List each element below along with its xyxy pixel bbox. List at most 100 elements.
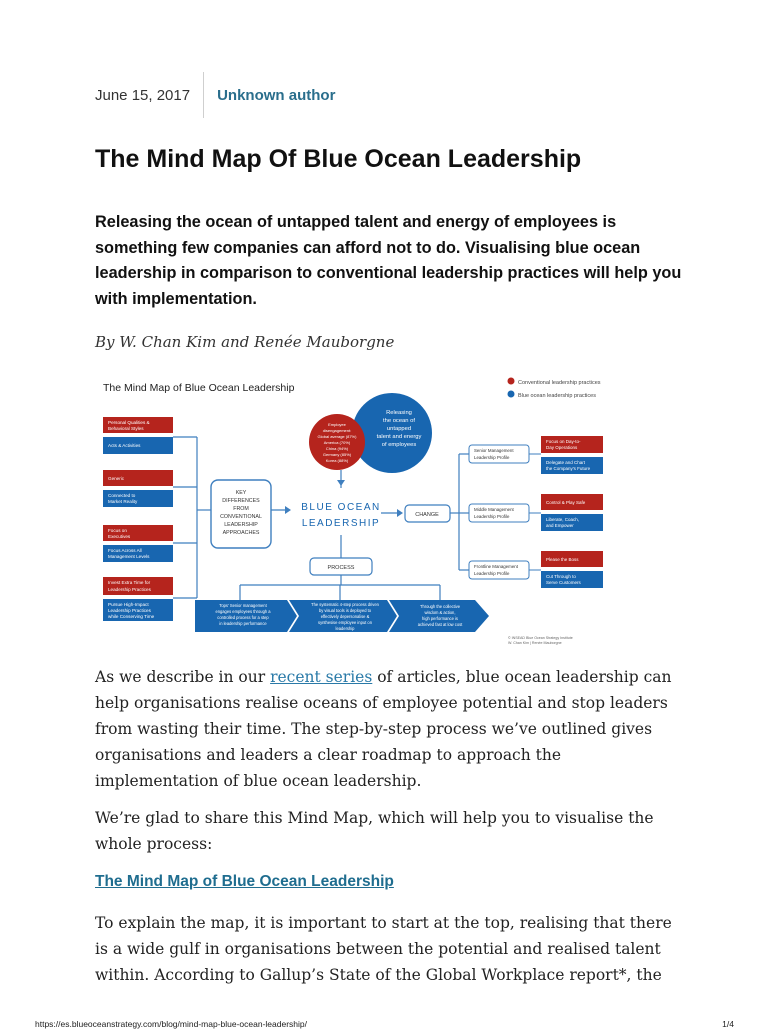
svg-text:Pursue High-Impact: Pursue High-Impact [108,602,149,607]
svg-text:Employee: Employee [328,422,347,427]
svg-text:controlled process for a step: controlled process for a step [217,615,269,620]
svg-text:Delegate and Chart: Delegate and Chart [546,460,586,465]
svg-text:Tops' Senior management: Tops' Senior management [219,603,267,608]
svg-text:Day Operations: Day Operations [546,445,578,450]
svg-text:wisdom & action,: wisdom & action, [425,610,456,615]
paragraph-intro-start: As we describe in our [95,668,271,686]
blue-circle-text: Releasing the ocean of untapped talent a… [377,410,422,448]
process-box [309,557,373,576]
legend-conventional: Conventional leadership practices [518,380,601,386]
svg-text:APPROACHES: APPROACHES [223,530,260,536]
center-title-line2: LEADERSHIP [302,518,380,529]
svg-text:Focus on: Focus on [108,528,127,533]
article-byline: By W. Chan Kim and Renée Mauborgne [95,333,395,351]
svg-text:Frontline Management: Frontline Management [474,564,519,569]
svg-text:synthesise employee input on: synthesise employee input on [318,620,373,625]
left-pair-1: Personal Qualities & Behavioral Styles A… [103,417,173,454]
svg-text:Cut Through to: Cut Through to [546,574,576,579]
svg-text:Leadership Practices: Leadership Practices [108,608,152,613]
svg-text:and Empower: and Empower [546,523,574,528]
svg-text:China (94%): China (94%) [326,446,349,451]
svg-text:the Company's Future: the Company's Future [546,466,591,471]
profile-senior: Senior Management Leadership Profile Foc… [468,436,603,474]
svg-text:The systematic 4-step process: The systematic 4-step process driven [311,602,380,607]
footer-url: https://es.blueoceanstrategy.com/blog/mi… [35,1019,307,1029]
red-circle-text: Employee disengagement: Global average (… [318,422,358,463]
svg-text:America (70%): America (70%) [324,440,351,445]
svg-text:CONVENTIONAL: CONVENTIONAL [220,514,262,520]
svg-text:Invest Extra Time for: Invest Extra Time for [108,580,151,585]
svg-text:Leadership Profile: Leadership Profile [474,571,510,576]
process-label: PROCESS [328,565,355,571]
disengagement-circle [309,414,365,470]
paragraph-share: We’re glad to share this Mind Map, which… [95,809,654,853]
svg-text:Personal Qualities &: Personal Qualities & [108,420,150,425]
recent-series-link[interactable]: recent series [270,668,373,686]
svg-text:Focus on Day-to-: Focus on Day-to- [546,439,581,444]
svg-text:FROM: FROM [233,506,249,512]
profile-frontline: Frontline Management Leadership Profile … [468,551,603,588]
left-pair-4: Invest Extra Time for Leadership Practic… [103,577,173,621]
mind-map-link-wrapper: The Mind Map of Blue Ocean Leadership [95,873,394,891]
svg-text:Leadership Practices: Leadership Practices [108,587,152,592]
paragraph-intro: As we describe in our recent series of a… [95,664,685,794]
svg-text:Korea (88%): Korea (88%) [326,458,349,463]
change-box [404,504,451,523]
process-step-3: Through the collective wisdom & action, … [389,600,489,632]
svg-text:disengagement:: disengagement: [323,428,351,433]
center-title-line1: BLUE OCEAN [301,502,380,513]
svg-text:KEY: KEY [236,490,247,496]
svg-text:DIFFERENCES: DIFFERENCES [222,498,260,504]
svg-text:Generic: Generic [108,476,125,481]
process-step-2: The systematic 4-step process driven by … [289,600,397,632]
meta-divider [203,72,205,118]
svg-text:achieved fast at low cost: achieved fast at low cost [418,622,463,627]
left-pair-3: Focus on Executives Focus Across All Man… [103,525,173,562]
svg-text:Acts & Activities: Acts & Activities [108,443,141,448]
mind-map-link[interactable]: The Mind Map of Blue Ocean Leadership [95,873,394,890]
change-label: CHANGE [415,512,439,518]
svg-text:of employees: of employees [382,442,417,448]
svg-text:Leadership Profile: Leadership Profile [474,514,510,519]
svg-text:Releasing: Releasing [386,410,412,416]
author-link[interactable]: Unknown author [217,86,336,104]
svg-text:the ocean of: the ocean of [383,418,415,424]
legend-blue-marker [507,390,515,398]
svg-text:Please the Boss: Please the Boss [546,557,579,562]
svg-text:talent and energy: talent and energy [377,434,422,440]
svg-text:leadership: leadership [336,626,356,631]
article-lead: Releasing the ocean of untapped talent a… [95,213,682,309]
left-pair-2: Generic Connected to Market Reality [103,470,173,507]
mind-map-copyright-line2: W. Chan Kim | Renée Mauborgne [508,641,562,645]
mind-map-copyright-line1: © INSEAD Blue Ocean Strategy Institute [508,636,573,640]
svg-text:Control & Play Safe: Control & Play Safe [546,500,586,505]
footer-page-number: 1/4 [722,1019,734,1029]
svg-text:by visual tools is deployed to: by visual tools is deployed to [319,608,372,613]
mind-map-image: The Mind Map of Blue Ocean Leadership Co… [103,377,603,645]
legend-blue-ocean: Blue ocean leadership practices [518,393,596,399]
svg-text:LEADERSHIP: LEADERSHIP [224,522,258,528]
svg-text:untapped: untapped [387,426,411,432]
svg-text:Leadership Profile: Leadership Profile [474,455,510,460]
publish-date: June 15, 2017 [95,86,191,104]
svg-text:Management Levels: Management Levels [108,554,150,559]
svg-text:Germany (85%): Germany (85%) [323,452,352,457]
svg-text:Serve Customers: Serve Customers [546,580,582,585]
svg-text:Market Reality: Market Reality [108,499,138,504]
svg-text:in leadership performance: in leadership performance [219,621,267,626]
svg-text:Global average (87%): Global average (87%) [318,434,358,439]
svg-text:effectively depersonalise &: effectively depersonalise & [321,614,370,619]
article-meta: June 15, 2017 Unknown author [95,72,335,118]
svg-text:Executives: Executives [108,534,131,539]
svg-text:high performance is: high performance is [422,616,458,621]
blue-ocean-circle [352,393,432,473]
paragraph-intro-end: of articles, blue ocean leadership can h… [95,668,672,790]
svg-text:engages employees through a: engages employees through a [215,609,271,614]
svg-text:Middle Management: Middle Management [474,507,515,512]
key-differences-box: KEY DIFFERENCES FROM CONVENTIONAL LEADER… [210,479,272,549]
legend-red-marker [507,377,515,385]
svg-text:while Conserving Time: while Conserving Time [108,614,155,619]
left-connectors [173,436,288,599]
process-step-1: Tops' Senior management engages employee… [195,600,297,632]
svg-text:Connected to: Connected to [108,493,136,498]
